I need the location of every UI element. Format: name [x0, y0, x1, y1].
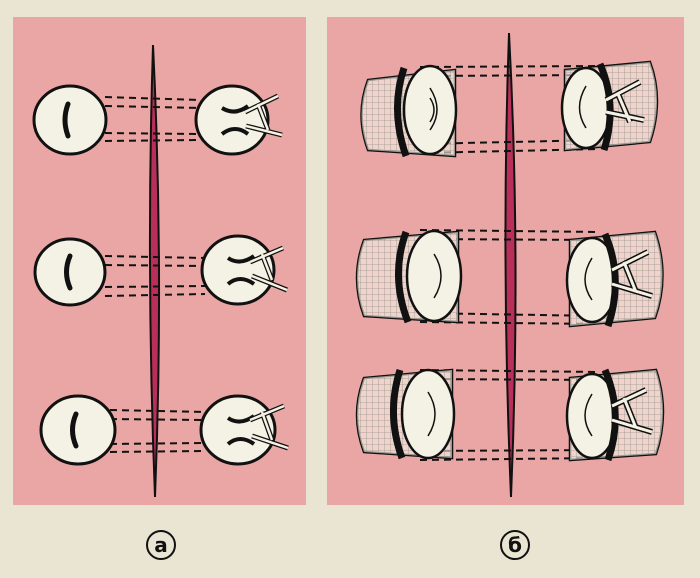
- roll-row-2: [355, 229, 664, 328]
- caption-a: а: [146, 530, 176, 560]
- caption-b: б: [500, 530, 530, 560]
- right-button-1: [194, 84, 270, 156]
- roll-row-1: [360, 60, 659, 158]
- wound-line-a: [148, 44, 161, 498]
- roll-knot-3: [610, 387, 653, 435]
- left-button-1: [32, 84, 108, 156]
- left-button-3: [39, 394, 117, 466]
- suture-knot-3: [249, 403, 289, 451]
- wound-line-b: [504, 32, 517, 498]
- roll-knot-2: [610, 249, 653, 299]
- button-row-1: [32, 84, 283, 156]
- right-button-2: [200, 234, 276, 306]
- left-button-2: [33, 237, 107, 307]
- button-row-3: [39, 394, 289, 466]
- suture-knot-2: [249, 245, 288, 293]
- roll-knot-1: [604, 79, 645, 124]
- suture-knot-1: [243, 93, 283, 138]
- button-row-2: [33, 234, 288, 307]
- right-button-3: [199, 394, 277, 466]
- roll-row-3: [355, 368, 665, 462]
